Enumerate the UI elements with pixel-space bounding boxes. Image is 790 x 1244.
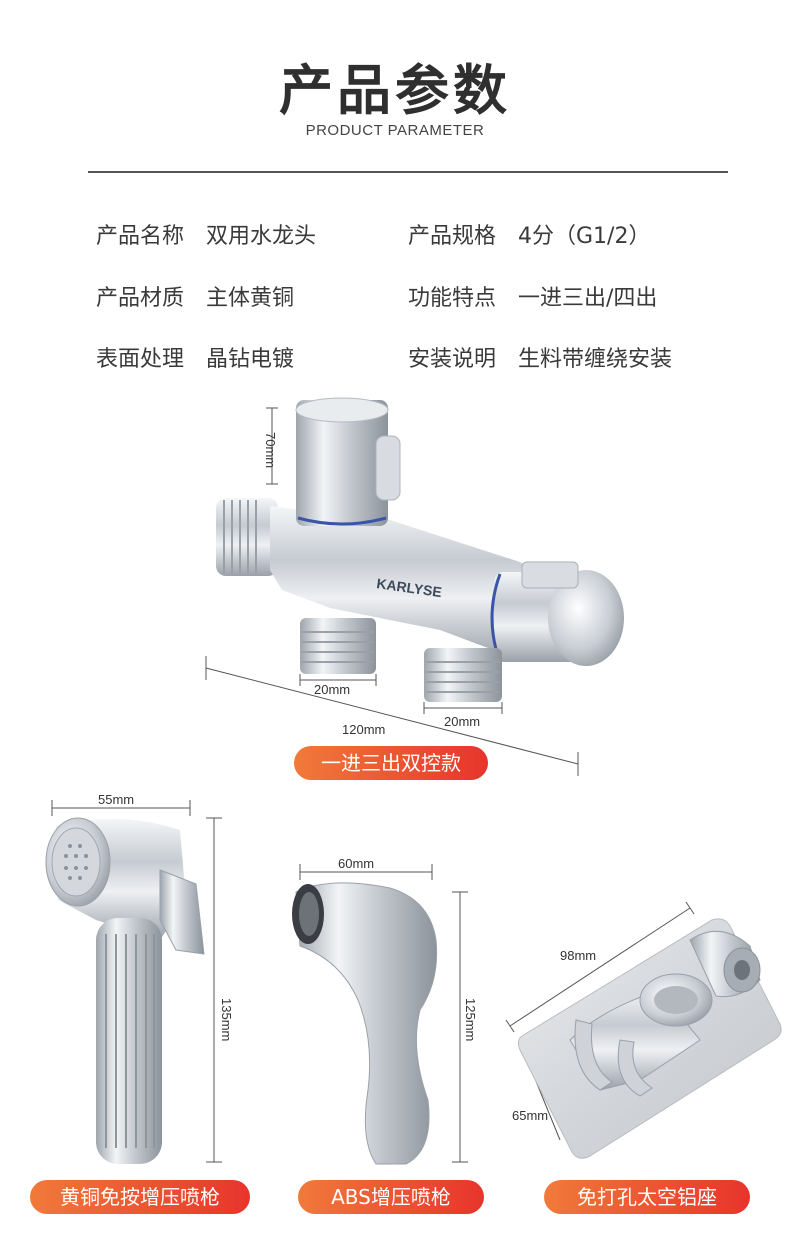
abs-sprayer-label-badge: ABS增压喷枪 [298,1180,484,1214]
spec-item-material: 产品材质主体黄铜 [96,280,294,312]
spec-key: 功能特点 [408,286,497,311]
valve-drawing: KARLYSE [205,397,624,776]
spec-key: 表面处理 [96,347,185,372]
spec-value: 主体黄铜 [206,286,295,311]
brass-sprayer-drawing [45,800,222,1164]
valve-length-dimension: 120mm [342,722,386,737]
valve-outlet2-dimension: 20mm [444,714,481,729]
holder-width-dimension: 98mm [560,948,597,963]
holder-label-badge: 免打孔太空铝座 [544,1180,750,1214]
holder-drawing [505,901,782,1159]
spec-value: 晶钻电镀 [206,347,295,372]
abs-width-dimension: 60mm [338,856,375,871]
brass-height-dimension: 135mm [219,998,234,1042]
spec-value: 4分（G1/2） [518,224,651,249]
spec-item-size: 产品规格 4分（G1/2） [408,218,650,250]
header-divider [88,171,728,173]
spec-key: 产品规格 [408,224,497,249]
brass-width-dimension: 55mm [98,792,135,807]
spec-value: 双用水龙头 [206,224,317,249]
brass-sprayer-label-badge: 黄铜免按增压喷枪 [30,1180,250,1214]
valve-height-dimension: 70mm [263,432,278,469]
abs-sprayer-drawing [292,864,468,1165]
spec-key: 产品材质 [96,286,185,311]
holder-height-dimension: 65mm [512,1108,549,1123]
valve-label-badge: 一进三出双控款 [294,746,488,780]
spec-item-name: 产品名称双用水龙头 [96,218,316,250]
spec-item-finish: 表面处理晶钻电镀 [96,341,294,373]
spec-value: 一进三出/四出 [518,286,658,311]
spec-key: 安装说明 [408,347,497,372]
page-title: 产品参数 [279,59,511,122]
valve-outlet1-dimension: 20mm [314,682,351,697]
spec-item-install: 安装说明生料带缠绕安装 [408,341,672,373]
abs-height-dimension: 125mm [463,998,478,1042]
spec-value: 生料带缠绕安装 [518,347,673,372]
spec-key: 产品名称 [96,224,185,249]
page-subtitle: PRODUCT PARAMETER [305,122,485,139]
spec-item-feature: 功能特点一进三出/四出 [408,280,657,312]
